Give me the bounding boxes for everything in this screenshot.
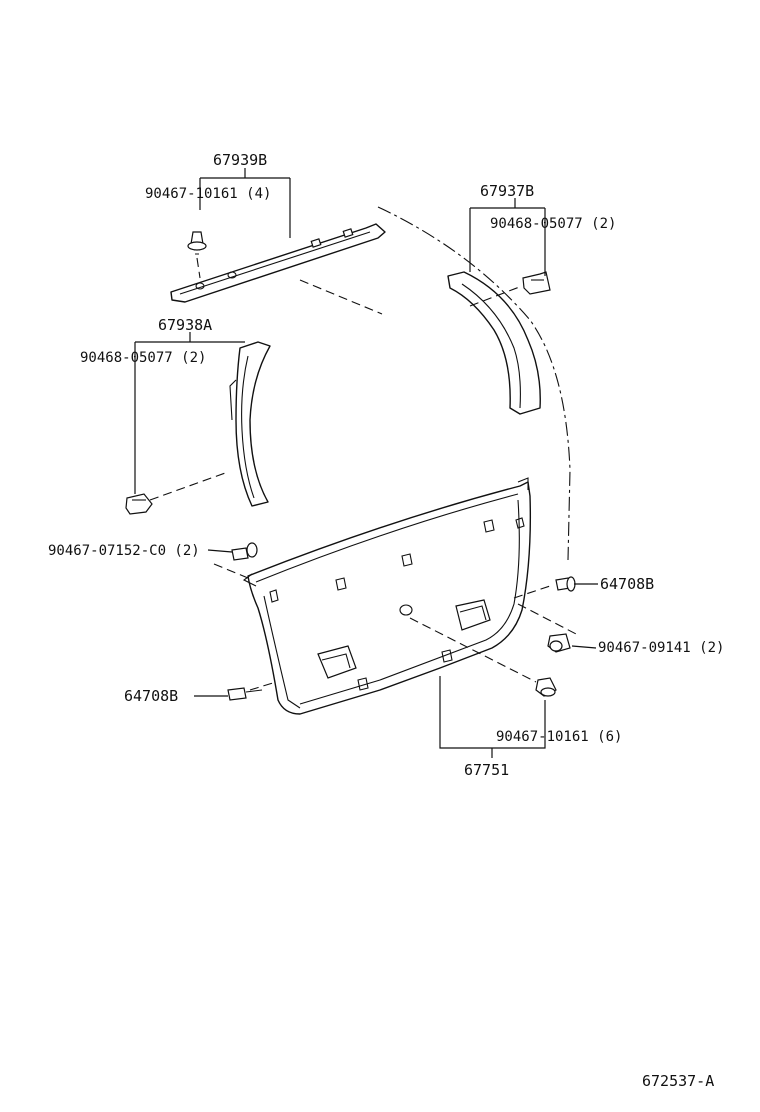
figure-code: 672537-A <box>642 1072 714 1090</box>
clip-guide-line-bottom <box>409 617 537 683</box>
right-pillar-garnish-67937B <box>447 271 541 415</box>
label-90467-09141-2: 90467-09141 (2) <box>598 640 724 656</box>
leader-67939B <box>199 168 291 238</box>
label-90468-05077-2-right: 90468-05077 (2) <box>490 216 616 232</box>
back-door-outline <box>377 206 571 561</box>
leader-90467-07152-C0 <box>207 549 233 553</box>
clip-guide-line-64708B-right <box>513 585 551 599</box>
clip-90468-05077-left <box>125 493 153 515</box>
back-door-trim-board-67751 <box>242 477 532 715</box>
clip-guide-line-right <box>469 285 523 307</box>
label-64708B-left: 64708B <box>124 687 178 705</box>
screw-guide-line-left-top <box>213 563 249 579</box>
clip-guide-line-top <box>196 257 201 279</box>
leader-67937B <box>469 198 546 276</box>
clip-90467-10161-top <box>187 231 207 255</box>
leader-67938A <box>134 332 245 494</box>
clip-90467-10161-bottom <box>535 677 557 697</box>
label-67938A: 67938A <box>158 316 212 334</box>
label-67937B: 67937B <box>480 182 534 200</box>
label-64708B-right: 64708B <box>600 575 654 593</box>
clip-guide-line-left <box>149 471 229 501</box>
label-67751: 67751 <box>464 761 509 779</box>
upper-garnish-67939B <box>170 223 386 303</box>
label-90468-05077-2-left: 90468-05077 (2) <box>80 350 206 366</box>
clip-90467-09141 <box>547 633 571 653</box>
clip-64708B-right <box>555 576 576 592</box>
label-90467-07152-C0-2: 90467-07152-C0 (2) <box>48 543 200 559</box>
label-90467-10161-6: 90467-10161 (6) <box>496 729 622 745</box>
label-90467-10161-4: 90467-10161 (4) <box>145 186 271 202</box>
upper-garnish-guide-line <box>299 279 383 315</box>
leader-90467-09141 <box>571 645 597 649</box>
left-pillar-garnish-67938A <box>229 341 271 507</box>
clip-guide-line-64708B-left <box>249 681 277 691</box>
clip-guide-line-90467-09141 <box>517 603 581 637</box>
clip-90468-05077-right <box>522 271 551 295</box>
label-67939B: 67939B <box>213 151 267 169</box>
clip-64708B-left <box>227 687 263 701</box>
leader-67751 <box>439 676 546 758</box>
screw-90467-07152-C0 <box>231 542 258 561</box>
